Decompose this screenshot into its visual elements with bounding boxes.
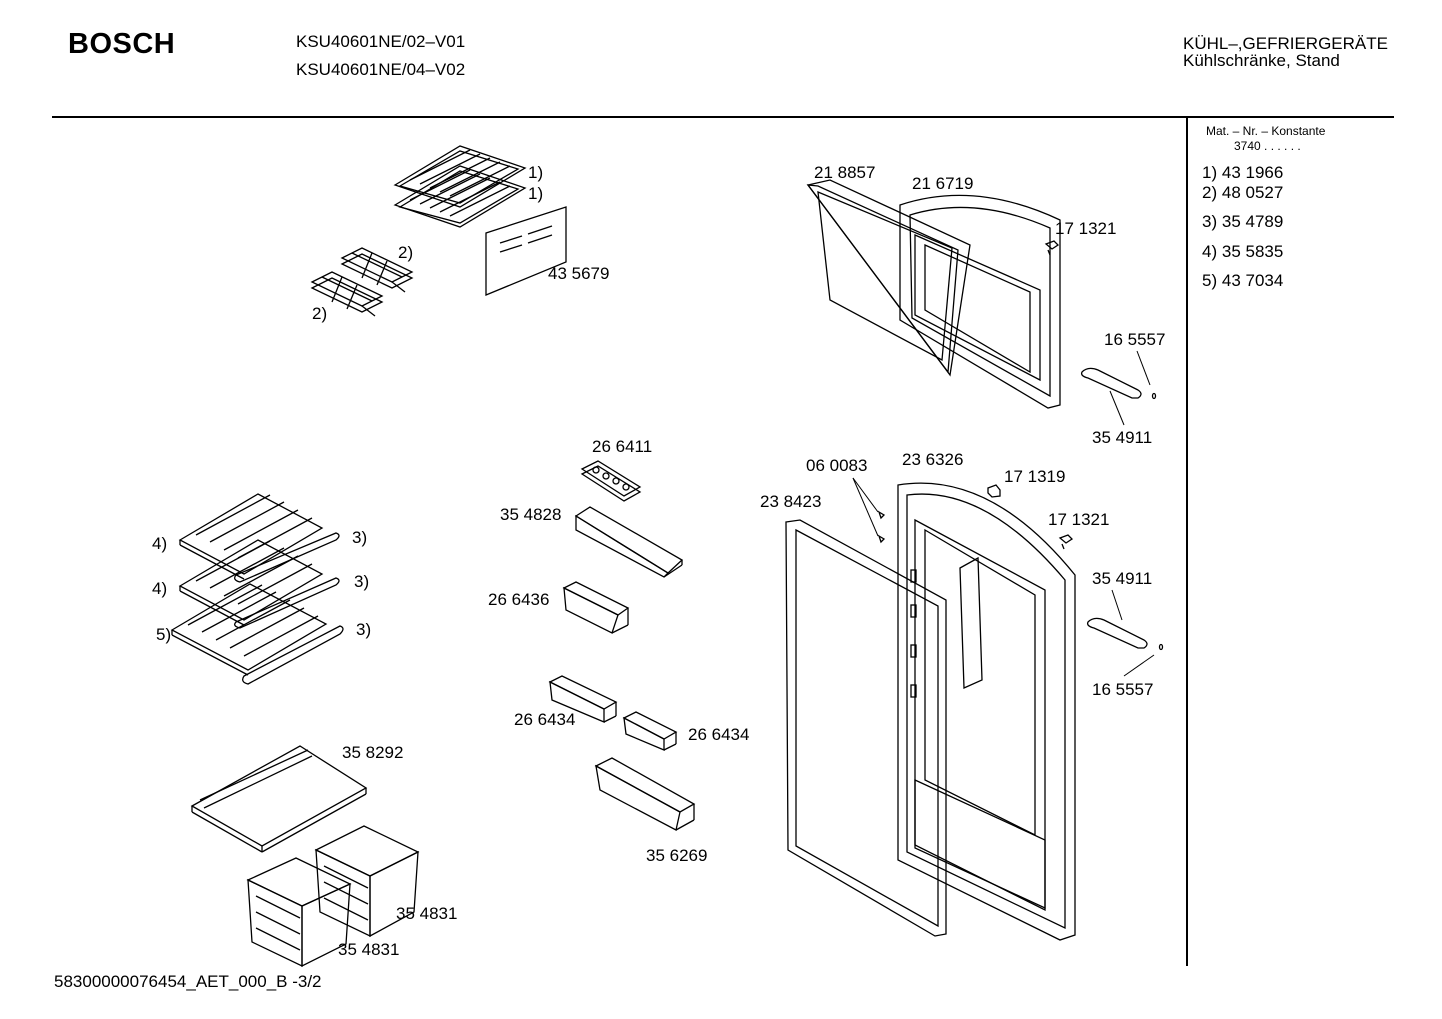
ice-tray-upper [340, 247, 414, 293]
legend-part: 48 0527 [1221, 183, 1284, 202]
reference-label: 1) [528, 163, 544, 182]
part-number-label: 23 8423 [760, 492, 822, 511]
legend-ref: 4) [1202, 242, 1218, 261]
reference-label: 3) [354, 572, 370, 591]
model-number-1: KSU40601NE/02–V01 [296, 32, 466, 51]
legend-part: 43 7034 [1221, 271, 1284, 290]
shelf-trim-2 [234, 577, 340, 629]
door-screws [877, 510, 886, 544]
legend-ref: 2) [1202, 183, 1218, 202]
document-code: 58300000076454_AET_000_B -3/2 [54, 972, 322, 991]
fridge-door [897, 482, 1076, 941]
part-number-label: 26 6411 [592, 437, 653, 456]
reference-label: 2) [398, 243, 414, 262]
part-number-label: 26 6434 [688, 725, 750, 744]
door-shelf-long [574, 506, 684, 578]
part-number-label: 43 5679 [548, 264, 610, 283]
part-number-label: 17 1321 [1048, 510, 1110, 529]
legend-part: 35 4789 [1221, 212, 1284, 231]
crisper-drawer-right [314, 825, 420, 938]
shelf-trim-3 [242, 625, 344, 685]
reference-label: 3) [352, 528, 368, 547]
crisper-cover [190, 745, 368, 853]
egg-tray [580, 460, 642, 502]
part-number-label: 35 4911 [1092, 569, 1153, 588]
legend-item: 2) 48 0527 [1202, 183, 1283, 203]
door-shelf-deep [562, 581, 630, 634]
part-number-label: 35 4831 [396, 904, 458, 923]
legend-ref: 3) [1202, 212, 1218, 231]
crisper-drawer-left [246, 857, 352, 968]
part-number-label: 17 1321 [1055, 219, 1117, 238]
door-handle-lower [1086, 617, 1148, 649]
category-subtitle: Kühlschränke, Stand [1183, 51, 1340, 70]
hinge-cap-middle [1058, 534, 1074, 550]
sidebar-heading: Mat. – Nr. – Konstante [1206, 124, 1326, 138]
part-number-label: 35 8292 [342, 743, 404, 762]
sidebar-divider [1186, 118, 1188, 966]
legend-item: 4) 35 5835 [1202, 242, 1283, 262]
sidebar-constant-dots: . . . . . . [1264, 139, 1301, 153]
part-number-label: 21 6719 [912, 174, 974, 193]
part-number-label: 16 5557 [1092, 680, 1154, 699]
part-number-label: 35 4911 [1092, 428, 1153, 447]
legend-ref: 5) [1202, 271, 1218, 290]
legend-item: 1) 43 1966 [1202, 163, 1283, 183]
reference-label: 2) [312, 304, 328, 323]
reference-label: 4) [152, 579, 168, 598]
part-number-label: 23 6326 [902, 450, 964, 469]
part-number-label: 35 4831 [338, 940, 400, 959]
part-number-label: 26 6434 [514, 710, 576, 729]
part-number-label: 35 6269 [646, 846, 708, 865]
hinge-cap-top [1044, 240, 1060, 256]
part-number-label: 17 1319 [1004, 467, 1066, 486]
sidebar-constant: 3740 . . . . . . [1234, 139, 1301, 153]
legend-item: 3) 35 4789 [1202, 212, 1283, 232]
glass-shelf-middle [178, 539, 324, 626]
part-number-label: 35 4828 [500, 505, 562, 524]
part-number-label: 16 5557 [1104, 330, 1166, 349]
brand-logo: BOSCH [68, 28, 176, 60]
door-shelf-small-left [548, 675, 618, 723]
fridge-door-gasket [785, 519, 947, 937]
reference-label: 1) [528, 184, 544, 203]
ice-tray-lower [310, 271, 384, 317]
part-number-label: 06 0083 [806, 456, 868, 475]
category-title: KÜHL–,GEFRIERGERÄTE [1183, 34, 1388, 53]
legend-item: 5) 43 7034 [1202, 271, 1283, 291]
header-divider [52, 116, 1394, 118]
door-shelf-bottle [594, 757, 696, 831]
glass-shelf-bottom [170, 583, 328, 676]
reference-label: 5) [156, 625, 172, 644]
screw-upper [1151, 392, 1157, 400]
freezer-door [899, 194, 1061, 409]
legend-part: 35 5835 [1221, 242, 1284, 261]
freezer-flap-panel [485, 206, 567, 296]
freezer-grille-lower [393, 165, 527, 228]
part-number-label: 26 6436 [488, 590, 550, 609]
freezer-grille-upper [393, 145, 527, 208]
sidebar-constant-value: 3740 [1234, 139, 1261, 153]
door-handle-upper [1080, 367, 1142, 399]
door-shelf-small-right [622, 711, 678, 751]
legend-ref: 1) [1202, 163, 1218, 182]
model-number-2: KSU40601NE/04–V02 [296, 60, 466, 79]
legend-part: 43 1966 [1221, 163, 1284, 182]
screw-lower [1158, 643, 1164, 651]
part-number-label: 21 8857 [814, 163, 876, 182]
freezer-door-gasket [806, 179, 971, 377]
door-stopper [987, 484, 1001, 498]
shelf-trim-1 [234, 532, 340, 583]
reference-label: 4) [152, 534, 168, 553]
reference-label: 3) [356, 620, 372, 639]
